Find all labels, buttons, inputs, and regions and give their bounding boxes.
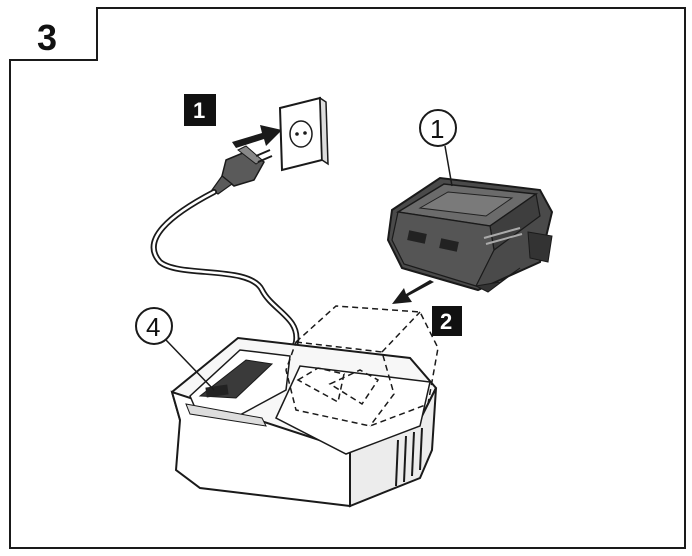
wall-socket-icon xyxy=(278,96,329,172)
arrow-icon xyxy=(392,280,434,304)
step-2-badge: 2 xyxy=(432,306,462,336)
svg-text:1: 1 xyxy=(430,114,444,144)
svg-text:4: 4 xyxy=(146,312,160,342)
callout-indicator: 4 xyxy=(135,307,215,391)
svg-text:2: 2 xyxy=(440,309,452,334)
callout-battery: 1 xyxy=(419,109,457,187)
svg-text:1: 1 xyxy=(193,98,205,123)
battery-placement-outline xyxy=(285,305,439,427)
step-1-badge: 1 xyxy=(184,94,216,126)
arrow-icon xyxy=(232,125,282,148)
panel-number: 3 xyxy=(37,17,57,58)
battery-pack-icon xyxy=(386,176,554,293)
plug-icon xyxy=(211,145,273,195)
charger-icon xyxy=(170,336,438,508)
